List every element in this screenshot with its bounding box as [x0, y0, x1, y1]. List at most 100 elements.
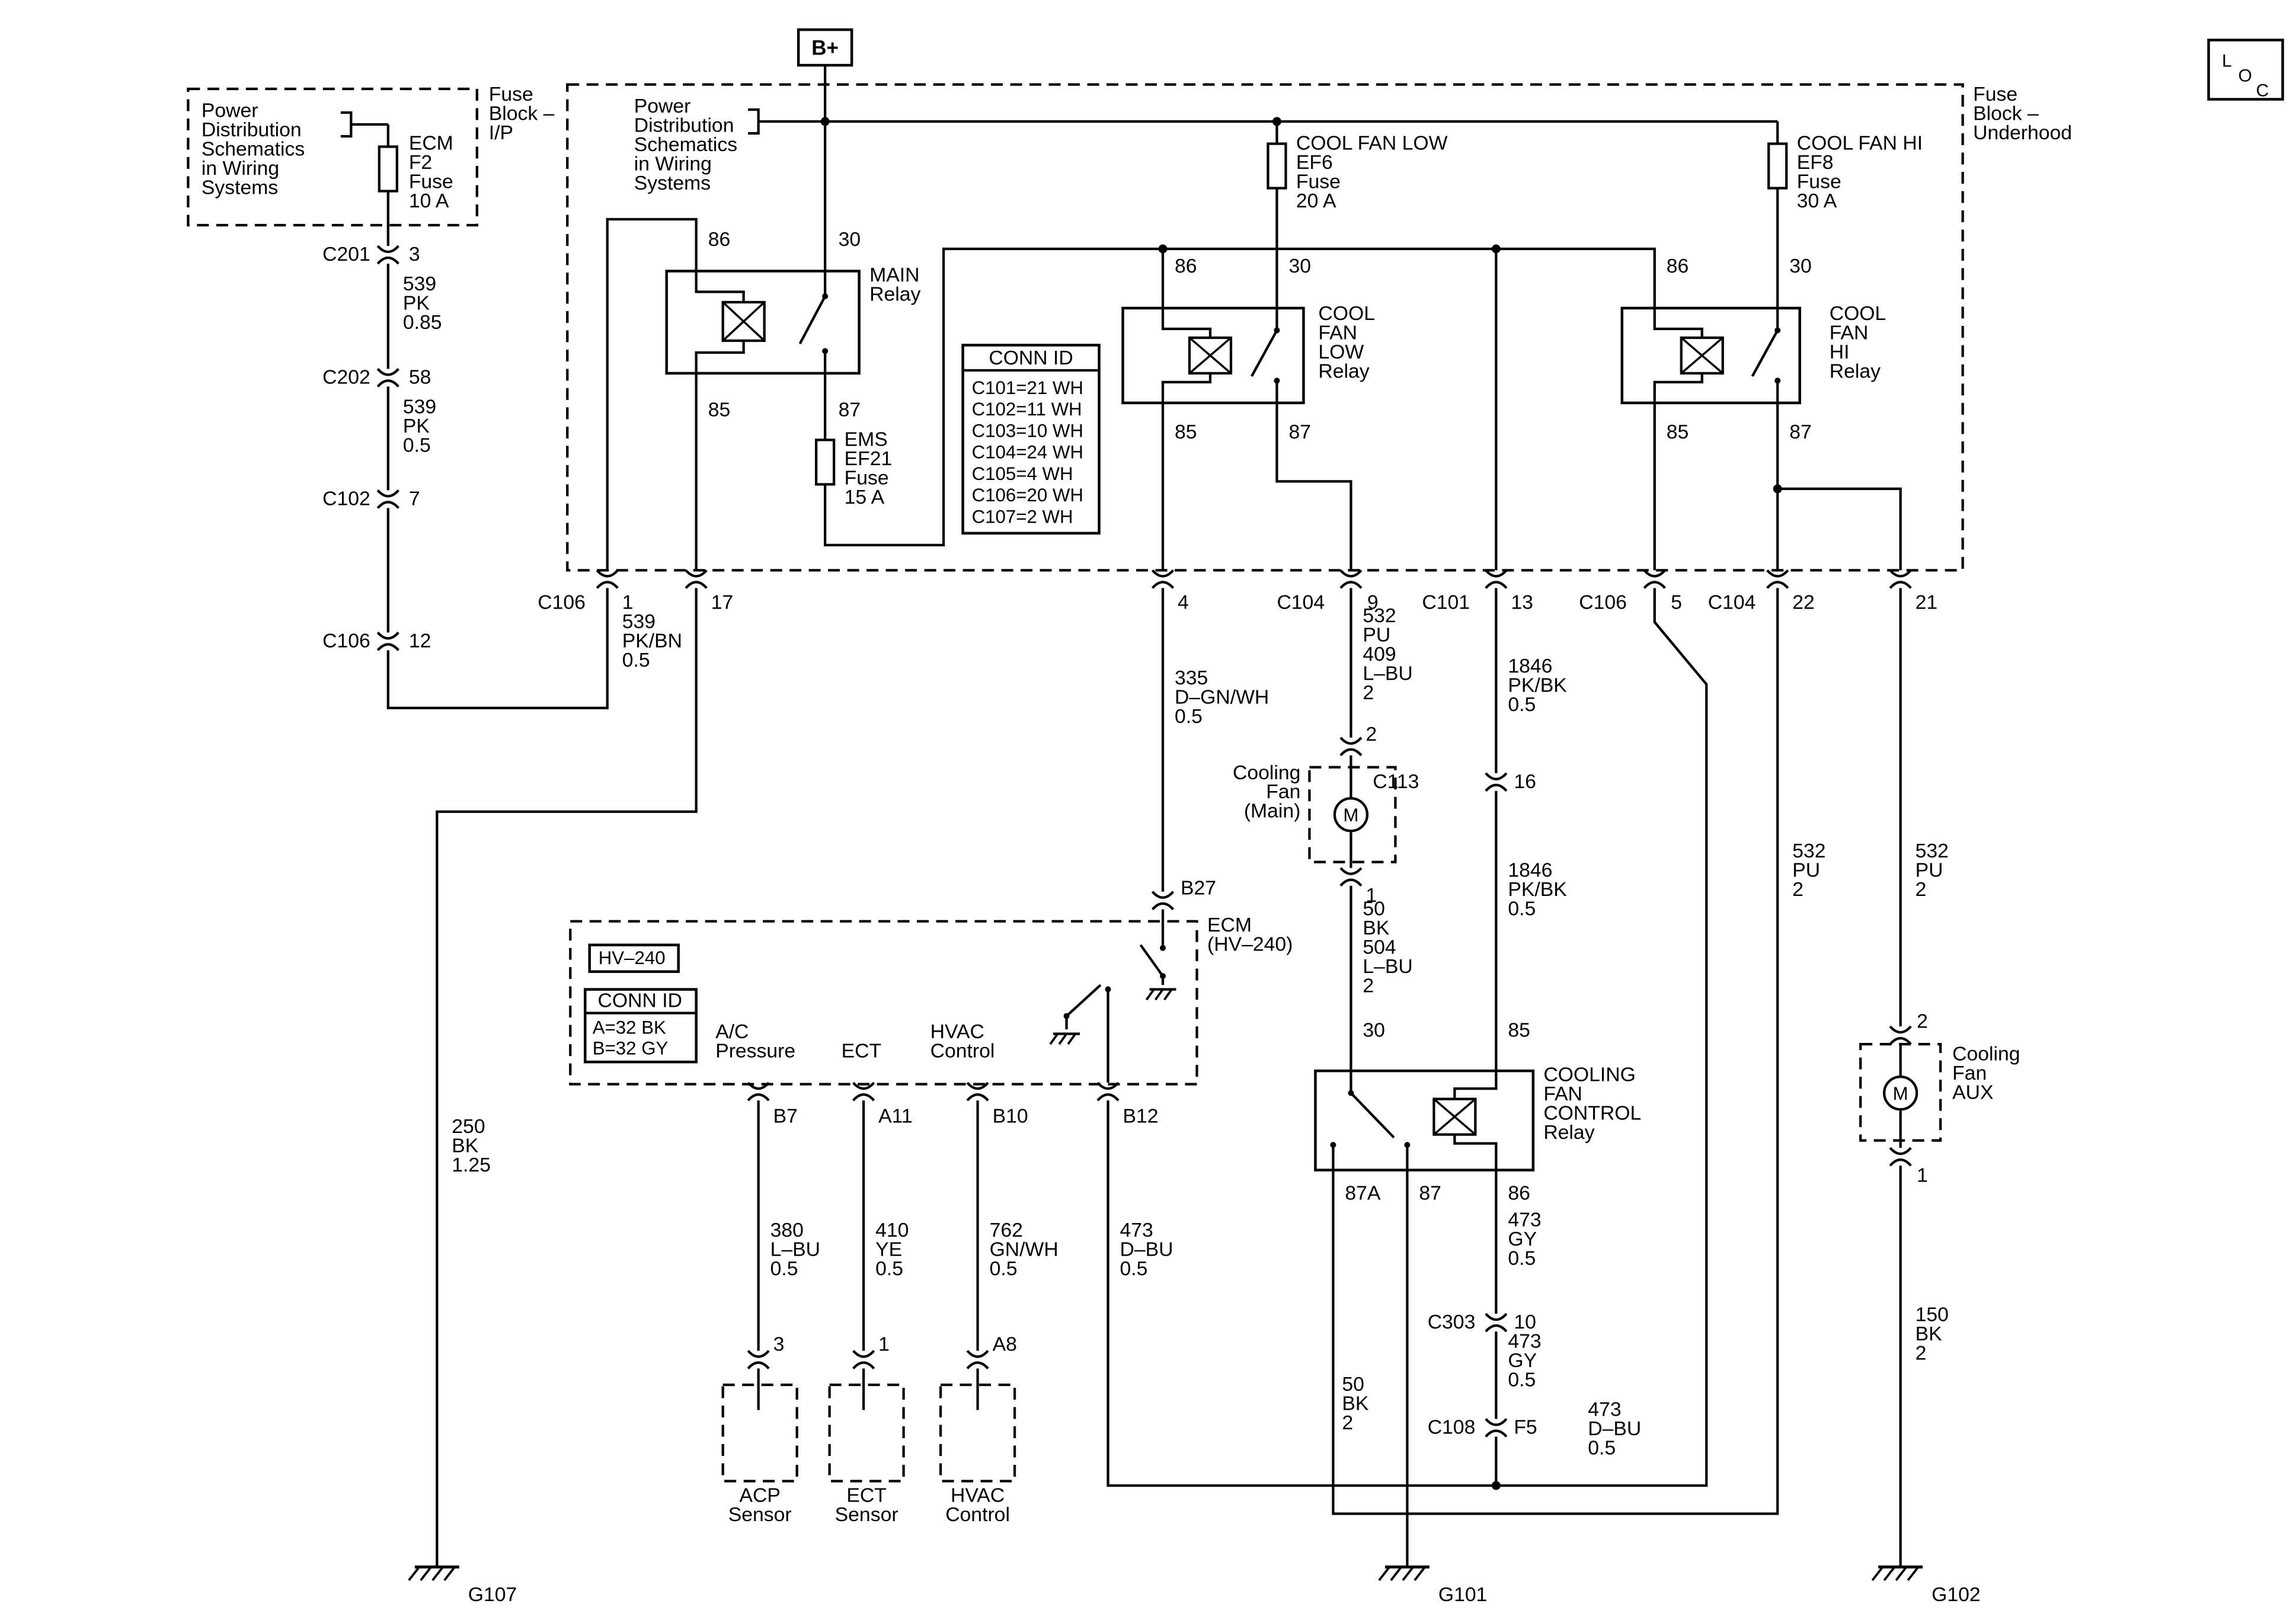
low-87-ext: [1275, 402, 1352, 571]
conn-aux-2-bottom: [1889, 1037, 1912, 1045]
ground-g101-tick-3: [1414, 1566, 1426, 1582]
contact-dot: [1159, 973, 1166, 980]
c108-pin: F5: [1514, 1416, 1537, 1438]
main-coil-in: [695, 271, 745, 302]
row-c104-label: C104: [1277, 591, 1325, 613]
hi-blade: [1751, 329, 1779, 377]
conn-c104-9-bottom: [1339, 581, 1363, 589]
g107-label: G107: [468, 1583, 517, 1606]
junction-dot: [1491, 1481, 1501, 1490]
bplus-box: [797, 28, 853, 67]
row-pin-4: 4: [1178, 591, 1189, 613]
c303-pin: 10: [1514, 1311, 1536, 1333]
ground-g107-tick-0: [408, 1566, 420, 1582]
c201-label: C201: [322, 243, 370, 265]
conn-a11-top: [852, 1081, 875, 1090]
contact-dot: [822, 293, 829, 299]
conn-b7-top: [747, 1081, 770, 1090]
ground-g102-tick-1: [1883, 1566, 1896, 1582]
fuse-ef6: [1267, 142, 1287, 190]
g107-run: [436, 588, 698, 1567]
ctrl-coil-in: [1453, 1071, 1498, 1099]
low-relay-coil-x2: [1188, 337, 1232, 375]
conn-c108-f5-bottom: [1485, 1429, 1508, 1438]
low-pin-87: 87: [1288, 421, 1311, 443]
conn-aux-2-top: [1889, 1025, 1912, 1034]
conn-c102-top: [376, 489, 399, 498]
ground-g102-tick-0: [1871, 1566, 1884, 1582]
conn-17-top: [685, 569, 708, 578]
conn-fan-main-1-top: [1339, 867, 1363, 875]
junction-dot: [1773, 484, 1782, 494]
conn-c101-13-top: [1485, 569, 1508, 578]
conn-c202-bottom: [376, 379, 399, 388]
main-relay-box: [665, 270, 861, 375]
contact-dot: [1105, 986, 1111, 993]
conn-hvac-a8-top: [966, 1350, 989, 1358]
junction-dot: [1272, 117, 1281, 126]
conn-c101-13-bottom: [1485, 581, 1508, 589]
conn-b27-top: [1151, 891, 1175, 899]
conn-c201-top: [376, 245, 399, 254]
conn-b12-bottom: [1096, 1093, 1120, 1102]
conn-c106-12-bottom: [376, 643, 399, 651]
contact-dot: [1330, 1142, 1336, 1148]
hi-pin-85: 85: [1667, 421, 1689, 443]
hi-coil-out: [1653, 373, 1703, 403]
low-coil-out: [1161, 373, 1212, 403]
row-c104b-label: C104: [1708, 591, 1756, 613]
b12-label: B12: [1123, 1105, 1159, 1128]
conn-acp-3-top: [747, 1350, 770, 1358]
main-coil-out: [695, 340, 745, 373]
conn-21-top: [1889, 569, 1912, 578]
conn-aux-1-bottom: [1889, 1158, 1912, 1167]
net473: [1107, 588, 1708, 1487]
conn-b7-bottom: [747, 1093, 770, 1102]
conn-c106-12-top: [376, 631, 399, 640]
uh-bracket: [748, 108, 760, 135]
conn-4-bottom: [1151, 581, 1175, 589]
ect-sensor-box: [828, 1383, 905, 1483]
conn-ect-1-top: [852, 1350, 875, 1358]
conn-c106-5-top: [1643, 569, 1666, 578]
conn-id-underhood-box: [961, 344, 1101, 535]
cooling-fan-aux-motor-label: M: [1893, 1083, 1908, 1104]
main-blade: [798, 295, 827, 344]
hi-87-branch: [1777, 487, 1902, 571]
acp-sensor-box: [721, 1383, 798, 1483]
ems-coil-feed: [824, 247, 1656, 546]
conn-id-ecm-box: [583, 988, 698, 1064]
ground-g107-tick-1: [420, 1566, 432, 1582]
main-pin-30: 30: [839, 228, 861, 251]
ecm-box: [569, 920, 1198, 1086]
acp-pin-3: 3: [773, 1333, 785, 1356]
hi-pin-87: 87: [1789, 421, 1812, 443]
cooling-fan-main-motor: [1333, 797, 1369, 833]
ground-ecm-b27-tick-2: [1163, 988, 1173, 1001]
ground-g107-tick-3: [443, 1566, 456, 1582]
c108-label: C108: [1428, 1416, 1476, 1438]
conn-fan-main-2-bottom: [1339, 748, 1363, 757]
contact-dot: [1159, 945, 1166, 951]
conn-aux-1-top: [1889, 1147, 1912, 1156]
junction-dot: [1491, 244, 1501, 254]
